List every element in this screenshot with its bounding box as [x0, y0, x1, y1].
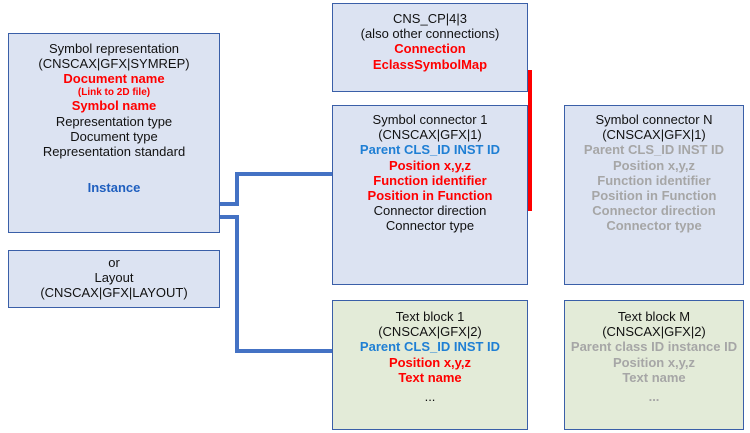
box-line: Parent CLS_ID INST ID — [583, 142, 725, 158]
box-line: Document type — [70, 128, 158, 144]
box-line: Layout — [94, 270, 134, 286]
box-line: Parent class ID instance ID — [570, 339, 738, 355]
box-line: Connector direction — [592, 203, 716, 219]
box-line: Connector type — [606, 218, 702, 234]
box-line: CNS_CP|4|3 — [393, 11, 467, 26]
box-line: Text name — [622, 369, 686, 385]
box-line: (CNSCAX|GFX|2) — [378, 324, 482, 340]
box-line: Document name — [63, 71, 165, 87]
blue-connector-2-vertical — [235, 215, 239, 353]
box-line: Symbol representation — [48, 41, 180, 56]
box-line: Connection — [394, 41, 466, 57]
box-line: ... — [648, 389, 660, 405]
box-line: EclassSymbolMap — [372, 56, 488, 72]
box-line: Symbol name — [71, 98, 157, 114]
box-line: Position x,y,z — [612, 354, 696, 370]
blue-connector-1-vertical — [235, 172, 239, 206]
box-line: Position in Function — [591, 188, 717, 204]
instance-label: Instance — [87, 180, 141, 196]
box-line: (CNSCAX|GFX|SYMREP) — [38, 56, 190, 72]
box-line: or — [108, 255, 120, 270]
text-block-m-box[interactable]: Text block M (CNSCAX|GFX|2) Parent class… — [564, 300, 744, 430]
box-line: Parent CLS_ID INST ID — [359, 142, 501, 158]
box-line: Connector type — [385, 218, 475, 234]
box-line: (CNSCAX|GFX|1) — [378, 127, 482, 143]
box-line: (Link to 2D file) — [77, 86, 151, 98]
box-line: (CNSCAX|GFX|1) — [602, 127, 706, 143]
box-line: (also other connections) — [360, 26, 500, 42]
box-line: Representation type — [55, 113, 173, 129]
cns-cp-box[interactable]: CNS_CP|4|3 (also other connections) Conn… — [332, 3, 528, 92]
symbol-connector-n-box[interactable]: Symbol connector N (CNSCAX|GFX|1) Parent… — [564, 105, 744, 285]
box-line: Function identifier — [597, 172, 711, 188]
blue-connector-2-horizontal-bottom — [235, 349, 339, 353]
box-line: Position x,y,z — [388, 354, 472, 370]
text-block-1-box[interactable]: Text block 1 (CNSCAX|GFX|2) Parent CLS_I… — [332, 300, 528, 430]
box-line: Symbol connector N — [595, 112, 713, 127]
layout-box[interactable]: or Layout (CNSCAX|GFX|LAYOUT) — [8, 250, 220, 308]
box-line: ... — [424, 389, 436, 405]
box-line: Position in Function — [367, 188, 493, 204]
box-line: (CNSCAX|GFX|2) — [602, 324, 706, 340]
box-line: Position x,y,z — [612, 157, 696, 173]
symbol-representation-box[interactable]: Symbol representation (CNSCAX|GFX|SYMREP… — [8, 33, 220, 233]
box-line: Connector direction — [373, 203, 487, 219]
box-line: Parent CLS_ID INST ID — [359, 339, 501, 355]
symbol-connector-1-box[interactable]: Symbol connector 1 (CNSCAX|GFX|1) Parent… — [332, 105, 528, 285]
red-connector-vertical — [528, 70, 532, 211]
blue-connector-1-horizontal-top — [235, 172, 339, 176]
box-line: Symbol connector 1 — [372, 112, 488, 127]
box-line: (CNSCAX|GFX|LAYOUT) — [40, 285, 188, 301]
box-line: Text block 1 — [395, 309, 465, 324]
box-line: Position x,y,z — [388, 157, 472, 173]
box-line: Representation standard — [42, 143, 186, 159]
box-line: Text name — [398, 369, 462, 385]
box-line: Text block M — [617, 309, 691, 324]
box-line: Function identifier — [373, 172, 487, 188]
